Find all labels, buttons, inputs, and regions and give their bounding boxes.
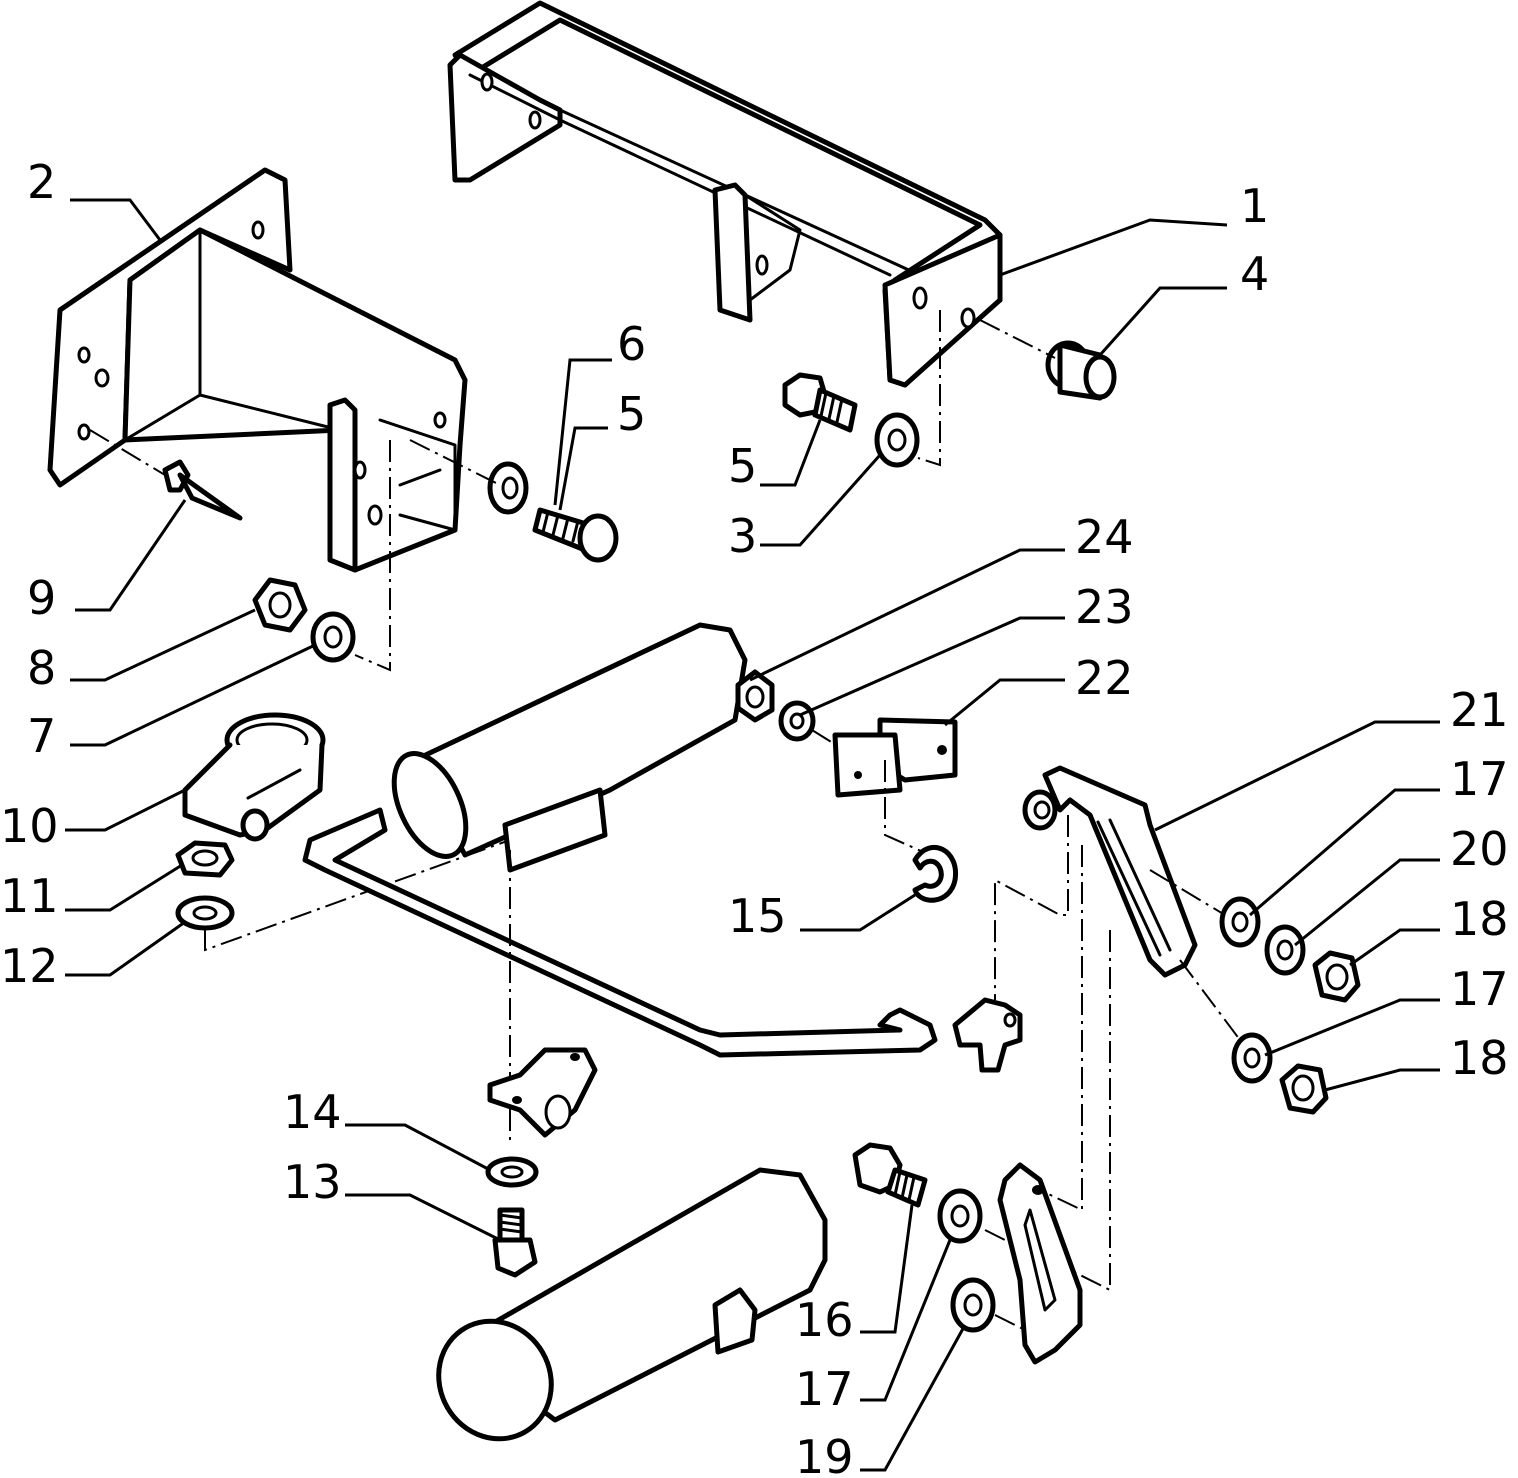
part-9-rivet [89, 429, 243, 521]
callout-23: 23 [1075, 580, 1134, 634]
part-12-washer [175, 895, 235, 931]
callout-10: 10 [0, 799, 59, 853]
part-11-nut [175, 840, 235, 878]
callout-13: 13 [283, 1155, 342, 1209]
part-17a-washer [1219, 896, 1261, 948]
leader-lines [65, 198, 1440, 1472]
rod-joint [952, 997, 1023, 1073]
part-5-bolt-left [532, 507, 619, 563]
callout-4: 4 [1240, 247, 1269, 301]
callout-21: 21 [1450, 683, 1509, 737]
part-18a-nut [1312, 950, 1361, 1003]
part-10-clamp [182, 712, 326, 842]
part-17c-washer [937, 1188, 983, 1244]
callout-9: 9 [27, 571, 56, 625]
part-19-washer [950, 1277, 996, 1333]
part-8-nut [252, 577, 308, 633]
callout-19: 19 [795, 1430, 854, 1478]
callout-14: 14 [283, 1085, 342, 1139]
callout-labels: 1 2 3 4 5 5 6 7 8 9 10 11 12 13 14 15 16… [0, 155, 1509, 1478]
part-21-lever [1022, 765, 1198, 978]
part-7-washer [310, 611, 356, 663]
callout-17-c: 17 [795, 1362, 854, 1416]
callout-6: 6 [617, 317, 646, 371]
callout-1: 1 [1240, 179, 1269, 233]
lower-tube [436, 1167, 828, 1442]
part-20-washer [1264, 924, 1306, 976]
part-6-washer [487, 461, 529, 515]
callout-7: 7 [27, 709, 56, 763]
part-14-nut [485, 1156, 539, 1188]
part-16-bolt [852, 1142, 928, 1208]
part-18b-nut [1279, 1063, 1329, 1115]
callout-18-b: 18 [1450, 1031, 1509, 1085]
part-13-bolt [492, 1207, 538, 1278]
part-15-clip [912, 845, 958, 903]
callout-3: 3 [728, 509, 757, 563]
part-1-upper-bracket [447, 0, 1003, 388]
callout-12: 12 [0, 939, 59, 993]
rod-bracket [487, 1047, 598, 1138]
upper-tube [391, 622, 748, 873]
callout-2: 2 [27, 155, 56, 209]
part-24-nut [735, 669, 775, 723]
callout-24: 24 [1075, 510, 1134, 564]
callout-8: 8 [27, 641, 56, 695]
callout-15: 15 [728, 889, 787, 943]
part-2-left-bracket [47, 167, 468, 573]
lower-lever-plate [997, 1162, 1083, 1365]
callout-20: 20 [1450, 822, 1509, 876]
callout-5-left: 5 [617, 387, 646, 441]
callout-22: 22 [1075, 651, 1134, 705]
part-23-washer [778, 700, 816, 742]
callout-17-a: 17 [1450, 752, 1509, 806]
callout-18-a: 18 [1450, 892, 1509, 946]
callout-11: 11 [0, 869, 59, 923]
part-22-plates [832, 717, 958, 798]
part-17b-washer [1231, 1032, 1273, 1084]
stabilizer-rod [302, 807, 938, 1058]
callout-16: 16 [795, 1293, 854, 1347]
part-3-washer [874, 412, 920, 468]
callout-17-b: 17 [1450, 962, 1509, 1016]
callout-5-right: 5 [728, 439, 757, 493]
part-4-bushing [1045, 340, 1117, 401]
part-5-bolt-right [782, 372, 858, 433]
